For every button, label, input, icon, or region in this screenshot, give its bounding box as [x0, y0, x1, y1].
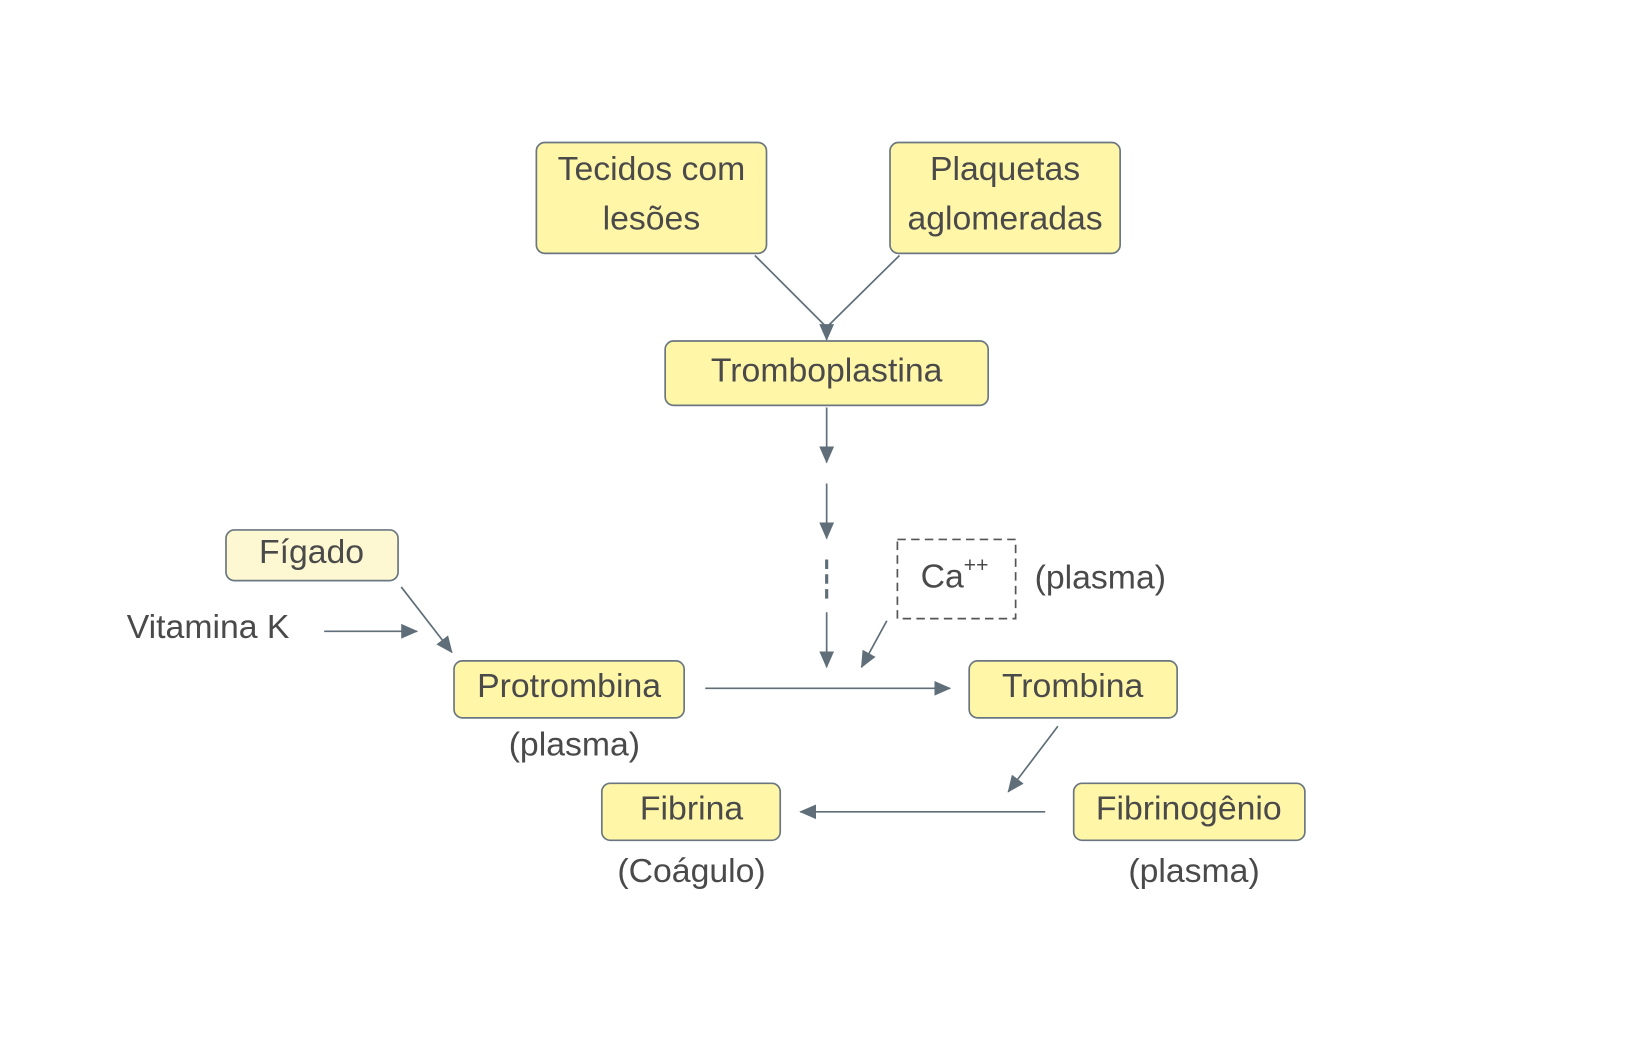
arrow-to-tromboplastina — [819, 254, 901, 341]
node-calcio: Ca++ — [896, 538, 1017, 620]
node-label: Tecidos com — [558, 150, 746, 188]
node-label: Protrombina — [477, 667, 661, 705]
node-label: Tromboplastina — [711, 352, 943, 390]
protrombina-note: (plasma) — [509, 725, 640, 763]
fibrinogenio-note: (plasma) — [1128, 852, 1259, 890]
node-label: Fibrina — [640, 790, 743, 828]
node-tecidos-com-lesoes: Tecidos com lesões — [535, 141, 768, 255]
node-label: Trombina — [1002, 667, 1144, 705]
node-protrombina: Protrombina — [453, 660, 685, 719]
node-plaquetas-aglomeradas: Plaquetas aglomeradas — [889, 141, 1121, 255]
node-label: Plaquetas — [930, 150, 1080, 188]
vitamina-k-label: Vitamina K — [127, 608, 290, 646]
node-fibrinogenio: Fibrinogênio — [1072, 782, 1306, 842]
calcio-note: (plasma) — [1035, 558, 1166, 596]
node-tromboplastina: Tromboplastina — [664, 340, 990, 407]
node-label: lesões — [603, 200, 701, 238]
node-label: Fígado — [259, 533, 364, 571]
arrow-figado — [400, 586, 453, 654]
arrow-trombina — [1007, 725, 1059, 793]
node-label: Ca++ — [921, 553, 989, 595]
node-label: aglomeradas — [907, 200, 1102, 238]
node-figado: Fígado — [225, 529, 399, 582]
node-fibrina: Fibrina — [600, 782, 782, 842]
connector-tecidos — [754, 254, 828, 328]
node-label: Fibrinogênio — [1096, 790, 1282, 828]
fibrina-note: (Coágulo) — [617, 852, 765, 890]
node-trombina: Trombina — [968, 660, 1178, 719]
arrow-calcio — [860, 620, 888, 669]
